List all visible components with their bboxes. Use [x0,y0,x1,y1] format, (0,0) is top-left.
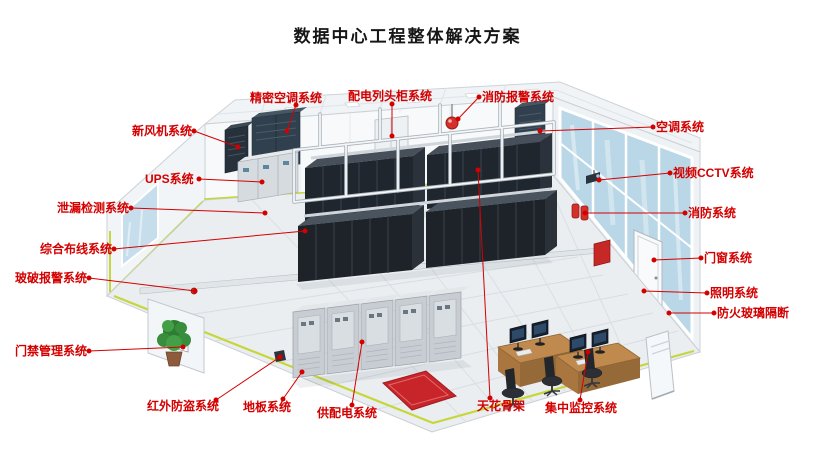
potted-plant [157,320,191,367]
ceiling [203,81,701,153]
ceiling-support-frame [292,99,556,204]
window-wall [552,96,701,354]
label-door-window-system: 门窗系统 [704,251,753,265]
leader-lines [86,94,717,408]
diagram-title: 数据中心工程整体解决方案 [293,27,522,46]
leader-cabling [111,228,308,252]
label-lighting-system: 照明系统 [710,286,759,300]
label-ceiling-frame: 天花骨架 [477,399,526,413]
leader-fire-protection [582,210,688,216]
label-fire-protection-system: 消防系统 [688,206,737,220]
leader-infrared [213,354,283,403]
operator-desks [497,333,641,394]
leader-ups [196,176,265,185]
label-air-conditioning-system: 空调系统 [656,120,705,134]
label-cctv-system: 视频CCTV系统 [673,166,754,180]
leader-air-conditioning [537,124,656,134]
fire-alarm-bell [445,104,459,130]
label-glass-break-system: 玻破报警系统 [15,271,88,285]
leader-fresh-air [191,128,241,150]
power-distribution-cabinets [291,286,472,388]
floor-ac-unit [645,330,675,400]
ceiling-lights [284,88,541,113]
leader-power-supply [349,339,365,408]
label-monitoring-system: 集中监控系统 [545,401,618,415]
label-ups-system: UPS系统 [145,172,194,186]
label-power-supply-system: 供配电系统 [317,406,378,420]
leader-pdu-cabinet [389,101,395,139]
leader-ceiling-frame [475,167,493,401]
leader-leak-detection [128,205,268,216]
fire-hose-cabinet [593,239,611,267]
leader-lighting [641,288,710,296]
leader-glass-break [86,275,198,294]
leader-precision-ac [284,102,299,134]
leader-cctv [596,170,673,183]
label-fire-glass-partition: 防火玻璃隔断 [717,306,790,320]
cctv-camera [586,170,600,184]
leader-fire-alarm [455,94,482,122]
ups-cabinets [237,147,305,203]
server-rack-row-front [296,187,557,290]
label-infrared-system: 红外防盗系统 [147,399,220,413]
label-cabling-system: 综合布线系统 [40,242,113,256]
label-precision-ac-system: 精密空调系统 [250,91,323,105]
label-access-control-system: 门禁管理系统 [15,344,88,358]
rack-top-cable-tray [303,187,552,218]
leader-door-window [651,255,704,263]
leader-monitoring [577,349,591,403]
monitoring-screens [509,319,609,359]
leader-floor-system [280,369,305,402]
label-leak-detection-system: 泄漏检测系统 [57,201,130,215]
leader-access-control [86,344,186,354]
red-carpet [382,370,458,411]
label-pdu-cabinet-system: 配电列头柜系统 [348,89,433,103]
label-fire-alarm-system: 消防报警系统 [482,90,555,104]
office-chairs [501,348,603,411]
label-floor-system: 地板系统 [243,400,292,414]
label-fresh-air-system: 新风机系统 [132,124,193,138]
rack-top-cable-tray [310,129,547,160]
leader-fire-glass [666,310,717,316]
